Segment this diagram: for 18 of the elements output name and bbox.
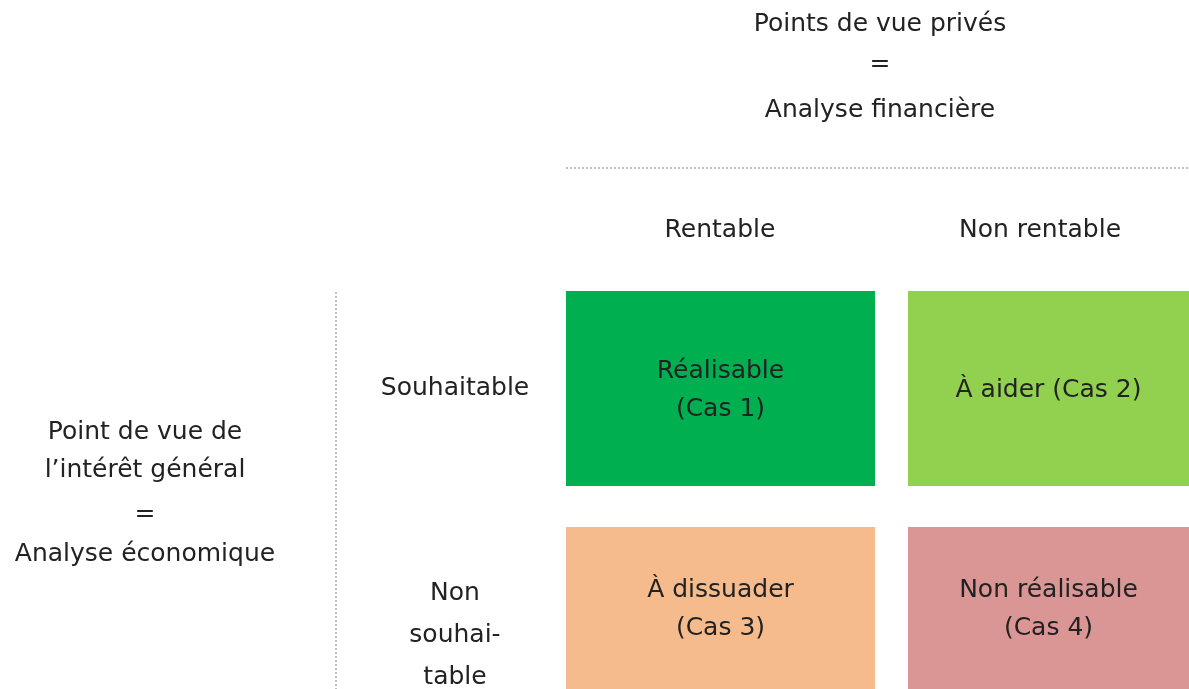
matrix-cell <box>566 527 875 689</box>
cell-text: Réalisable (Cas 1) <box>655 353 786 424</box>
matrix-cell <box>908 291 1189 486</box>
axis-heading: Point de vue de l’intérêt général <box>43 415 247 485</box>
equals-sign: = <box>868 47 892 79</box>
matrix-cell <box>908 527 1189 689</box>
column-heading: Non rentable <box>957 213 1123 245</box>
row-heading: Souhaitable <box>379 371 531 403</box>
axis-heading: Analyse économique <box>13 537 277 569</box>
axis-heading: Analyse financière <box>763 93 997 125</box>
equals-sign: = <box>133 497 157 529</box>
cell-text: À aider (Cas 2) <box>954 372 1143 405</box>
column-heading: Rentable <box>663 213 777 245</box>
matrix-cell <box>566 291 875 486</box>
row-heading: Non souhai- table <box>408 576 502 689</box>
cell-text: Non réalisable (Cas 4) <box>958 573 1139 643</box>
cell-text: À dissuader (Cas 3) <box>646 573 795 643</box>
axis-heading: Points de vue privés <box>752 7 1008 39</box>
